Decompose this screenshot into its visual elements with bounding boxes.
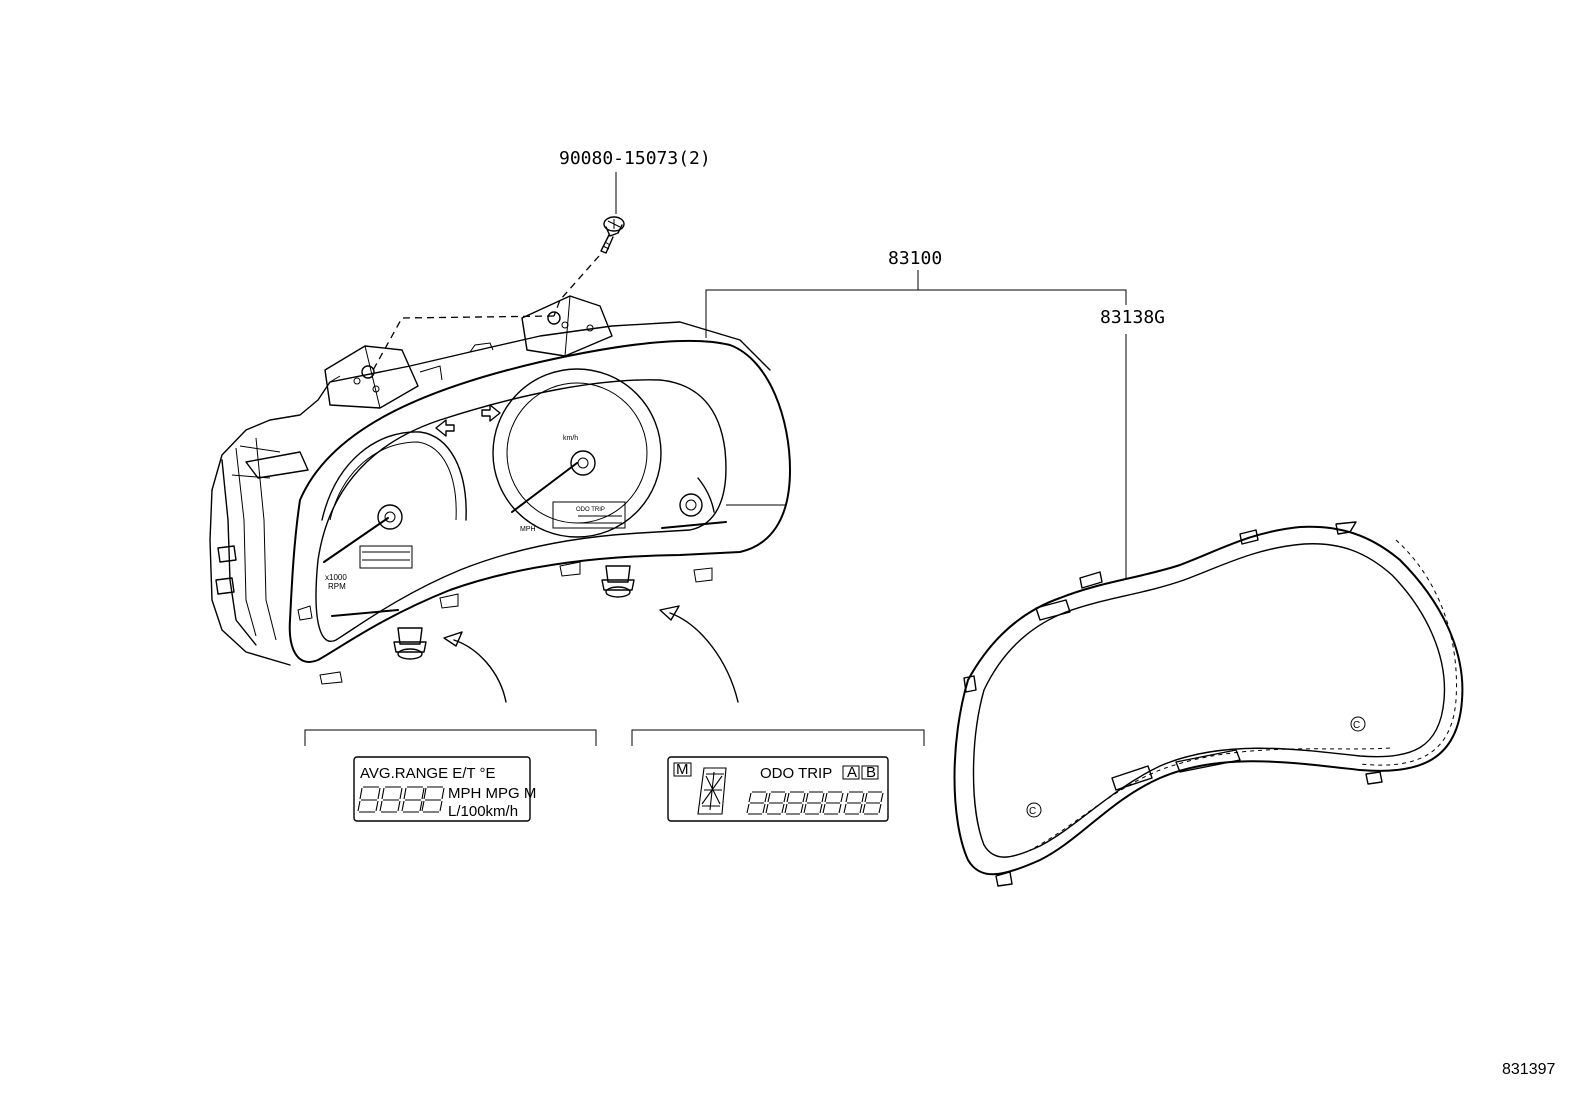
turn-signal-left-icon xyxy=(435,419,455,437)
units-bottom-label: L/100km/h xyxy=(448,803,518,820)
segment-digits-row1 xyxy=(357,786,445,813)
speed-mph-label: MPH xyxy=(520,526,536,533)
odometer-digits xyxy=(746,791,884,815)
speed-mini-lcd-label: ODO TRIP xyxy=(576,507,605,513)
mode-badge: M xyxy=(676,761,689,778)
screw-part-number[interactable]: 90080-15073(2) xyxy=(559,148,711,169)
screw-dashed-paths xyxy=(371,255,600,373)
diagram-id: 831397 xyxy=(1502,1061,1555,1078)
tach-rpm-label: RPM xyxy=(328,582,346,591)
display-bracket-left xyxy=(304,729,597,746)
units-top-label: MPH MPG M xyxy=(448,785,536,802)
assembly-part-number[interactable]: 83100 xyxy=(888,248,942,269)
fuel-gauge xyxy=(661,477,727,529)
mounting-bracket-left xyxy=(324,345,419,409)
tachometer-gauge: x1000 RPM xyxy=(321,431,467,591)
speedometer-gauge: km/h MPH ODO TRIP xyxy=(492,368,662,538)
callout-arrow-left xyxy=(443,631,507,703)
avg-range-label: AVG.RANGE E/T °E xyxy=(360,765,495,782)
turn-signal-right-icon xyxy=(481,404,501,422)
glass-part-number[interactable]: 83138G xyxy=(1100,307,1165,328)
shift-position-segment xyxy=(697,767,727,815)
callout-arrow-right xyxy=(659,605,739,703)
mounting-bracket-right xyxy=(521,295,613,357)
cluster-glass-lens[interactable]: C C xyxy=(953,521,1464,887)
tach-scale-label: x1000 xyxy=(325,573,347,582)
trip-b-badge: B xyxy=(866,764,876,781)
speed-unit-label: km/h xyxy=(563,435,578,442)
screw-icon xyxy=(600,216,625,254)
multi-info-display-left[interactable]: AVG.RANGE E/T °E MPH MPG M L/100km/h xyxy=(353,756,536,822)
reset-stem-left xyxy=(393,627,427,660)
reset-stem-right xyxy=(601,565,635,598)
odometer-display-right[interactable]: M ODO TRIP A B xyxy=(667,756,889,822)
instrument-cluster: x1000 RPM km/h MPH ODO TRIP xyxy=(209,295,791,685)
trip-a-badge: A xyxy=(847,764,857,781)
display-bracket-right xyxy=(631,729,925,746)
glass-mark-left: C xyxy=(1029,806,1036,817)
glass-mark-right: C xyxy=(1353,720,1360,731)
odo-trip-label: ODO TRIP xyxy=(760,765,832,782)
leader-lines xyxy=(615,172,1127,578)
